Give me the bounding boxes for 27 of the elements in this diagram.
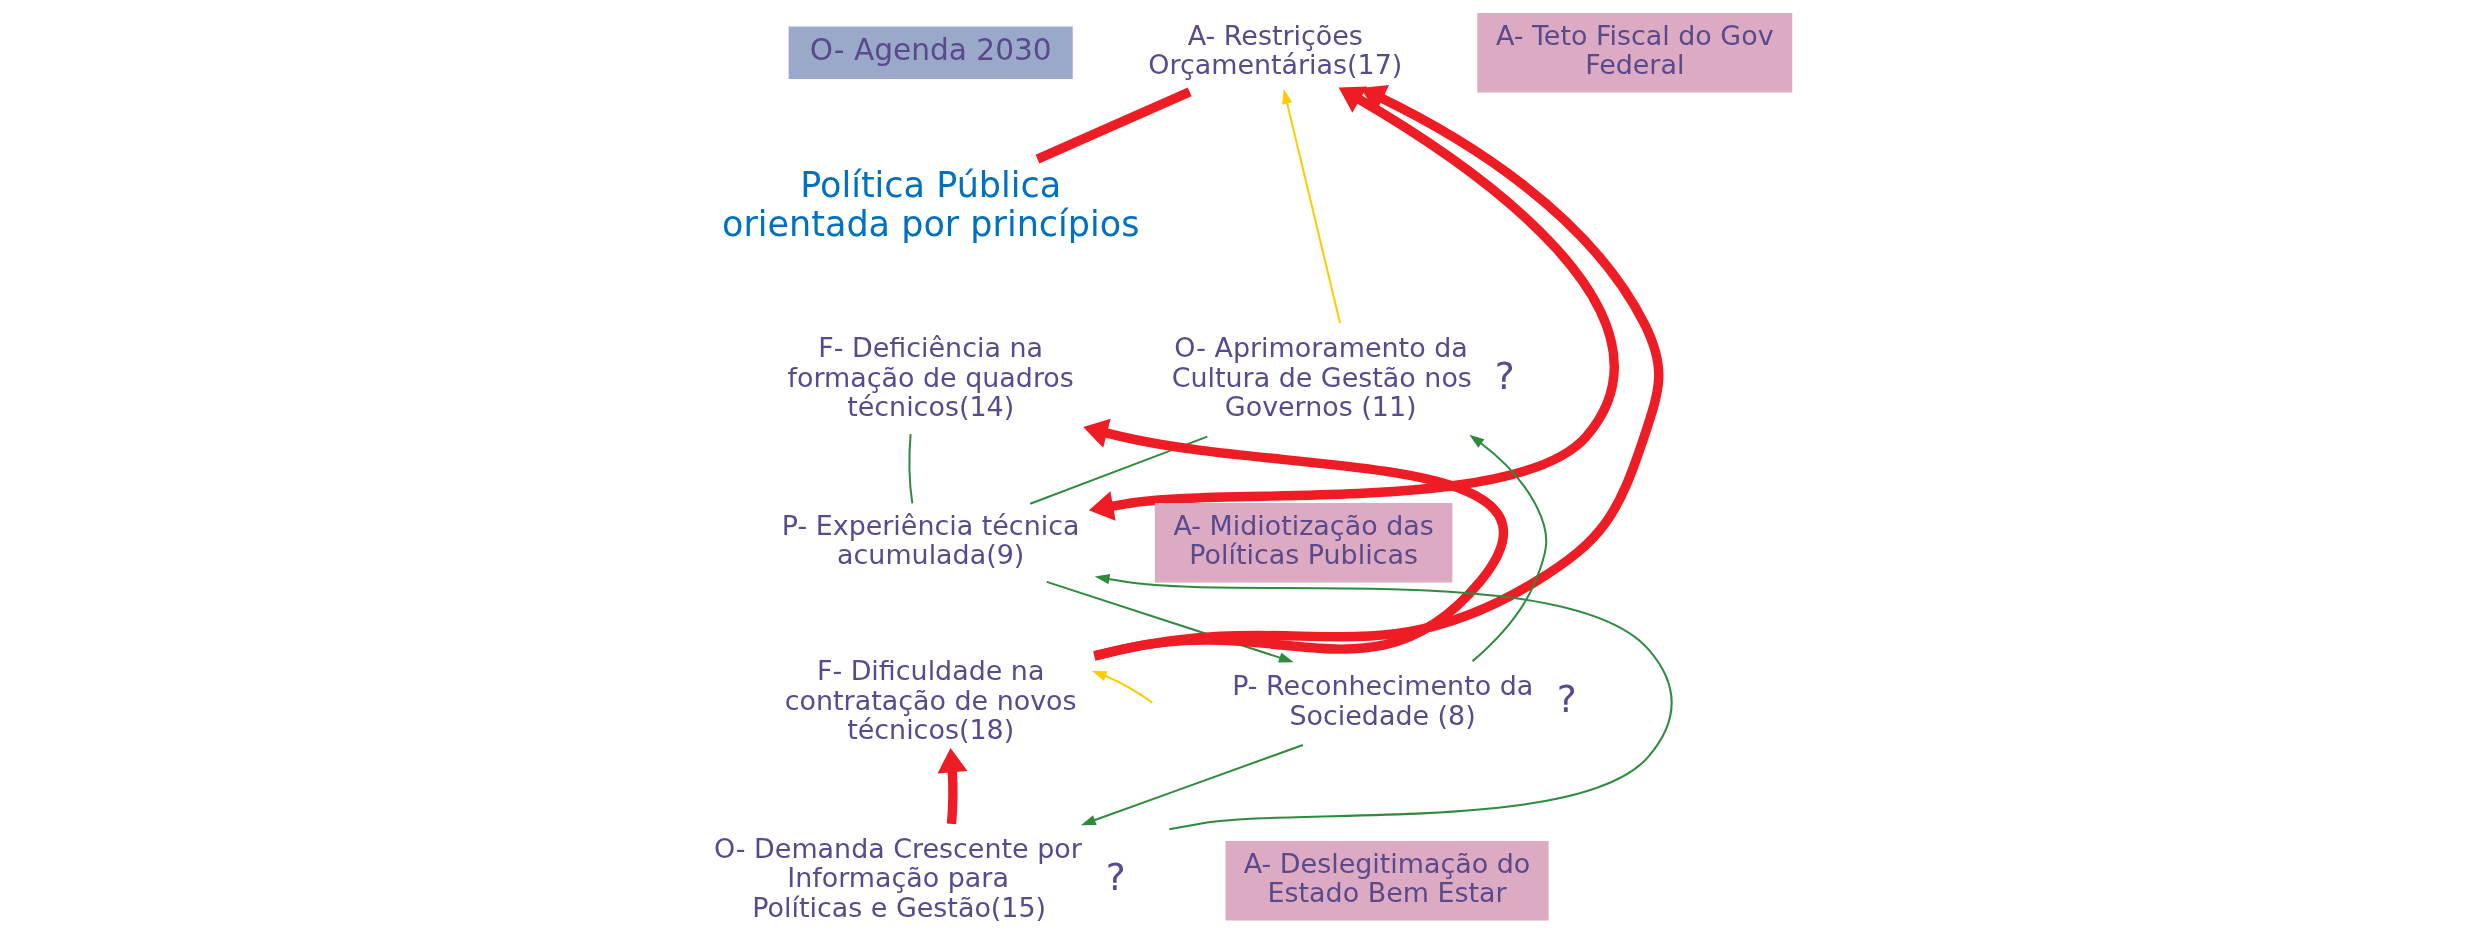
arrow — [1088, 86, 1619, 521]
arrow — [1080, 744, 1304, 826]
node-label: ? — [1556, 677, 1577, 722]
node-text: Política Pública orientada por princípios — [721, 164, 1140, 244]
arrow — [1282, 89, 1342, 324]
arrow — [1083, 418, 1508, 661]
connector — [908, 434, 914, 504]
node-label: ? — [1494, 354, 1515, 399]
node-box: O- Agenda 2030 — [788, 26, 1073, 80]
arrow — [1469, 434, 1548, 662]
node-text: P- Experiência técnica acumulada(9) — [781, 509, 1080, 571]
node-box: A- Teto Fiscal do Gov Federal — [1477, 13, 1793, 93]
arrow — [1091, 670, 1153, 704]
arrow — [937, 747, 968, 825]
node-text: P- Reconhecimento da Sociedade (8) — [1232, 669, 1534, 731]
node-box: A- Deslegitimação do Estado Bem Estar — [1225, 841, 1549, 921]
node-text: O- Aprimoramento da Cultura de Gestão nos Governos (11) — [1171, 332, 1472, 423]
node-text: F- Dificuldade na contratação de novos técnicos(18) — [784, 655, 1077, 746]
arrow — [1093, 85, 1664, 661]
arrow — [1094, 574, 1673, 831]
node-text: A- Restrições Orçamentárias(17) — [1148, 19, 1403, 81]
connector — [1029, 435, 1208, 505]
node-label: ? — [1105, 855, 1126, 900]
node-text: O- Demanda Crescente por Informação para Políticas e Gestão(15) — [713, 832, 1082, 924]
node-text: F- Deficiência na formação de quadros técnicos(14) — [787, 332, 1074, 423]
node-box: A- Midiotização das Políticas Publicas — [1154, 503, 1453, 583]
connector — [1035, 87, 1192, 164]
